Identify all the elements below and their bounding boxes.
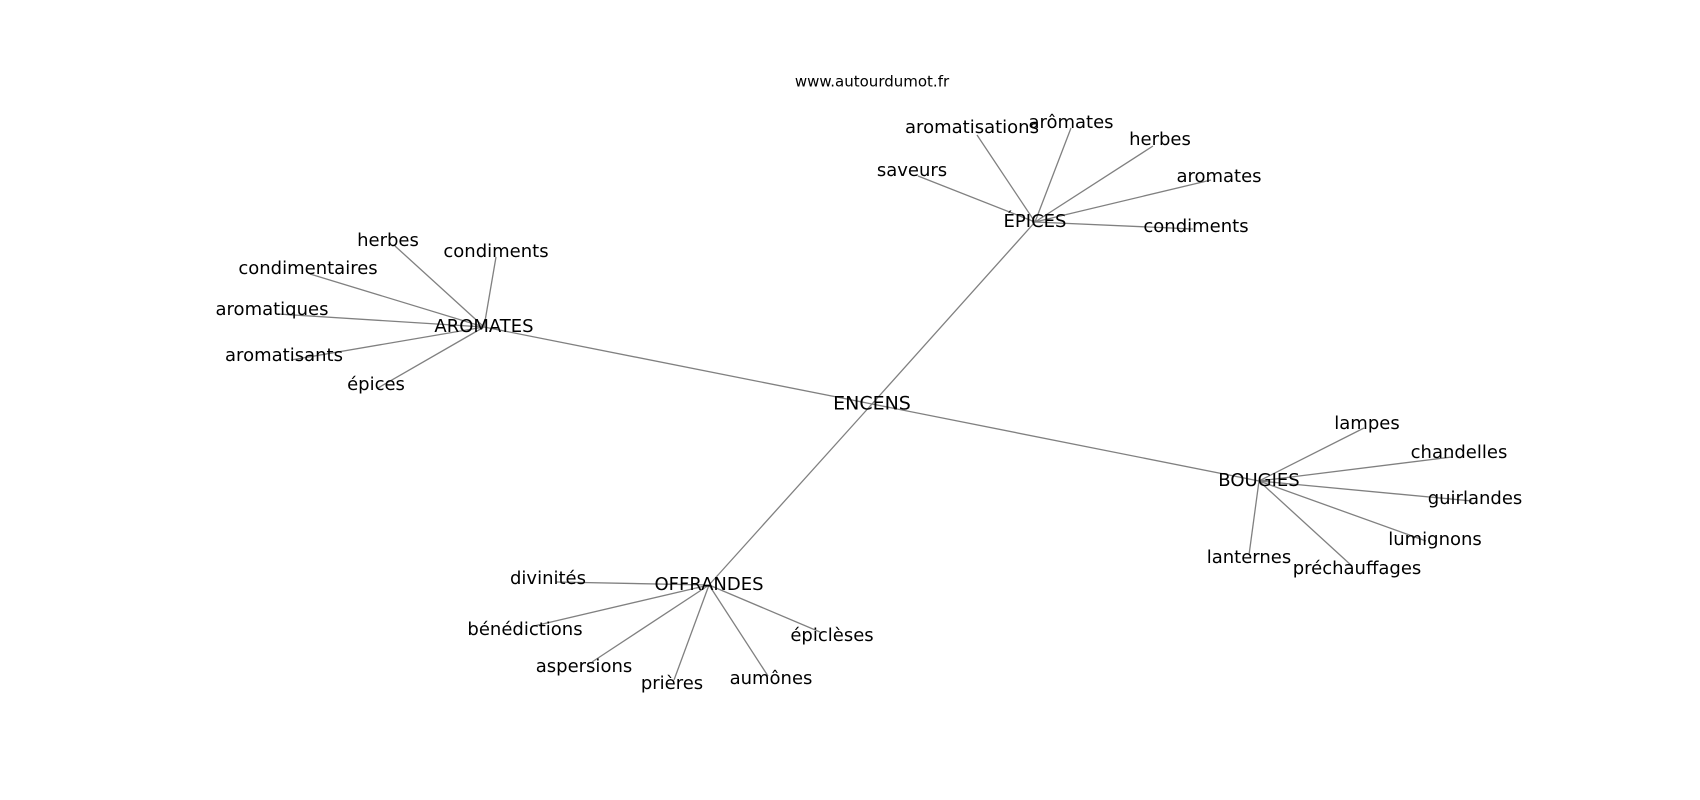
edge-offrandes-aumones (708, 584, 769, 677)
edge-aromates-condiments (483, 256, 497, 328)
edge-center-offrandes (708, 403, 873, 586)
edge-center-epices (871, 221, 1036, 405)
term-node-aromatisations[interactable]: aromatisations (905, 117, 1039, 138)
term-node-aumones[interactable]: aumônes (730, 668, 813, 689)
edge-aromates-aromatisants (290, 326, 485, 361)
edge-bougies-chandelles (1258, 456, 1453, 482)
edge-aromates-aromatiques (277, 313, 485, 328)
edge-bougies-prechauffages (1258, 480, 1353, 567)
center-node[interactable]: ENCENS (833, 393, 911, 415)
edge-bougies-lanternes (1248, 480, 1260, 556)
term-node-saveurs[interactable]: saveurs (877, 160, 947, 181)
edge-aromates-epices (377, 326, 485, 389)
branch-node-offrandes[interactable]: OFFRANDES (654, 574, 763, 595)
graph-edges (277, 127, 1473, 681)
edge-epices-saveurs (917, 175, 1036, 223)
term-node-herbes[interactable]: herbes (357, 230, 419, 251)
edge-offrandes-benedictions (533, 584, 710, 627)
term-node-aromates[interactable]: aromates (1176, 166, 1261, 187)
edge-offrandes-prieres (673, 584, 710, 681)
term-node-benedictions[interactable]: bénédictions (467, 619, 582, 640)
term-node-chandelles[interactable]: chandelles (1411, 442, 1508, 463)
term-node-epices[interactable]: épices (347, 374, 405, 395)
term-node-prieres[interactable]: prières (641, 673, 703, 694)
term-node-aromatisants[interactable]: aromatisants (225, 345, 343, 366)
branch-node-aromates[interactable]: AROMATES (434, 316, 533, 337)
term-node-guirlandes[interactable]: guirlandes (1428, 488, 1523, 509)
edge-offrandes-divinites (555, 581, 710, 586)
edge-epices-aromates (1034, 127, 1072, 223)
edge-epices-herbes (1034, 145, 1154, 223)
edge-bougies-lampes (1258, 427, 1365, 482)
edge-bougies-lumignons (1258, 480, 1427, 542)
edge-aromates-condimentaires (309, 273, 485, 328)
term-node-prechauffages[interactable]: préchauffages (1293, 558, 1422, 579)
term-node-condiments[interactable]: condiments (1143, 216, 1248, 237)
term-node-epicleses[interactable]: épiclèses (790, 625, 873, 646)
branch-node-bougies[interactable]: BOUGIES (1218, 470, 1299, 491)
term-node-lanternes[interactable]: lanternes (1207, 547, 1292, 568)
edge-epices-aromates (1034, 179, 1212, 223)
term-node-condiments[interactable]: condiments (443, 241, 548, 262)
term-node-divinites[interactable]: divinités (510, 568, 586, 589)
term-node-condimentaires[interactable]: condimentaires (238, 258, 377, 279)
branch-node-epices[interactable]: ÉPICES (1004, 210, 1067, 232)
edge-center-aromates (483, 326, 873, 405)
term-node-aromates[interactable]: arômates (1028, 112, 1113, 133)
edge-bougies-guirlandes (1258, 480, 1473, 502)
edge-center-bougies (871, 403, 1260, 482)
edge-offrandes-aspersions (591, 584, 710, 663)
term-node-lampes[interactable]: lampes (1334, 413, 1399, 434)
term-node-herbes[interactable]: herbes (1129, 129, 1191, 150)
edge-epices-condiments (1034, 221, 1194, 230)
term-node-aspersions[interactable]: aspersions (536, 656, 633, 677)
term-node-lumignons[interactable]: lumignons (1388, 529, 1482, 550)
edge-aromates-herbes (394, 245, 485, 328)
edge-epices-aromatisations (976, 134, 1036, 223)
site-url[interactable]: www.autourdumot.fr (795, 73, 950, 91)
edge-offrandes-epicleses (708, 584, 821, 633)
term-node-aromatiques[interactable]: aromatiques (216, 299, 329, 320)
